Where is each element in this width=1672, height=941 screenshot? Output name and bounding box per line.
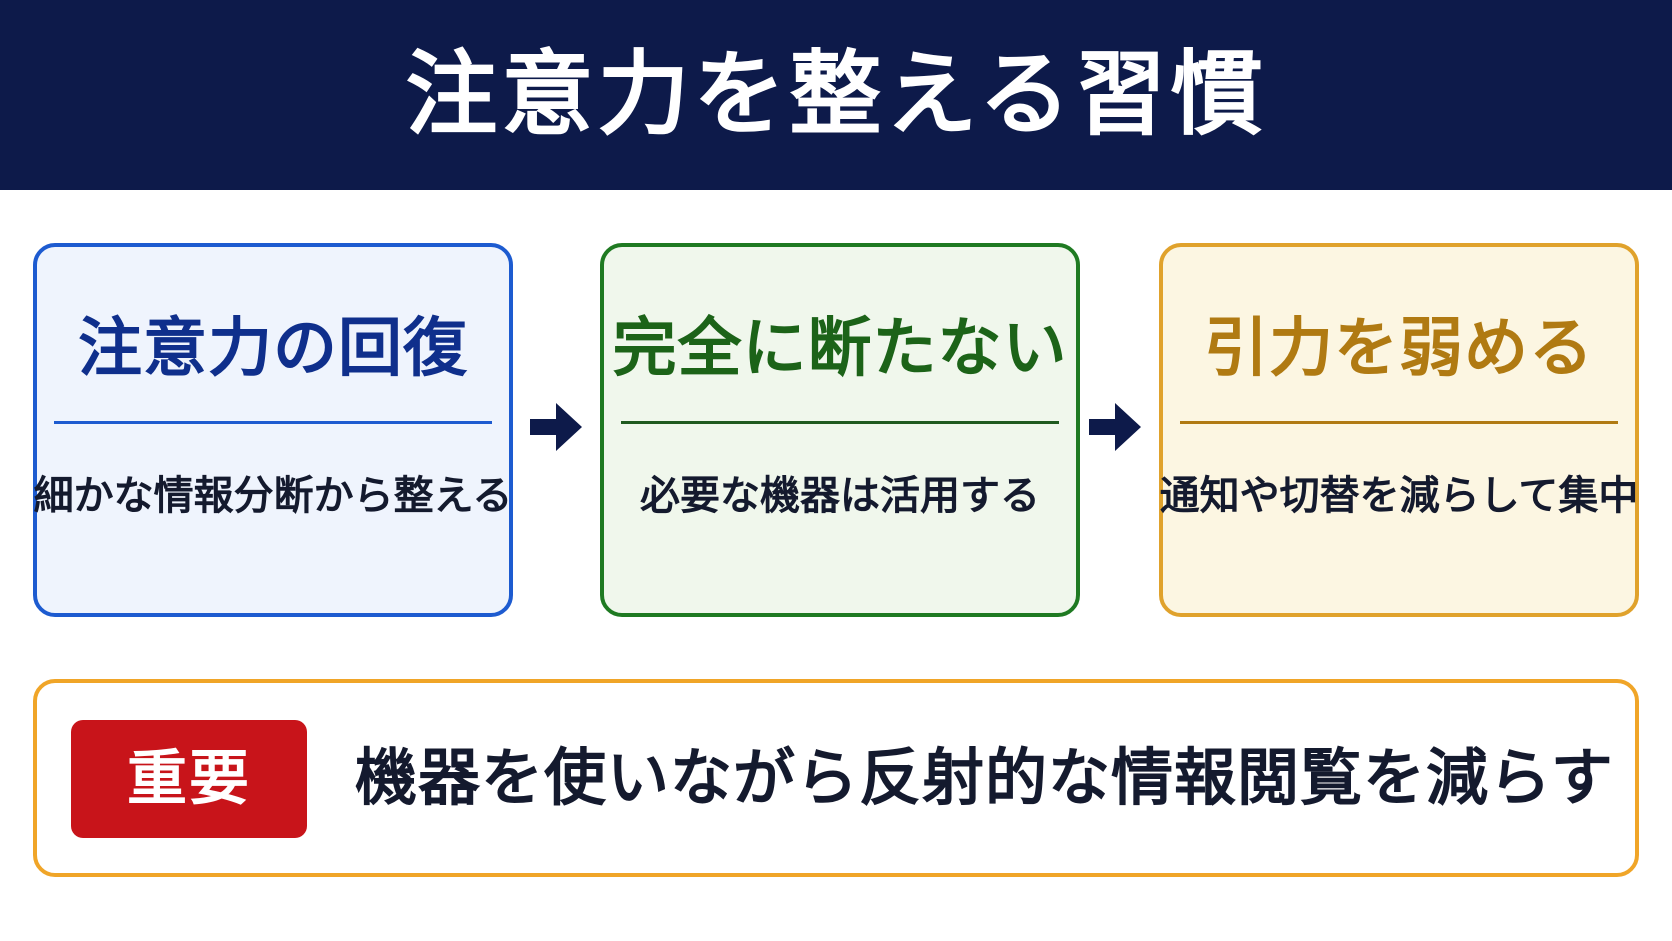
step-3-description: 通知や切替を減らして集中 [1159,473,1639,519]
right-arrow-icon [1089,403,1141,451]
step-2-title: 完全に断たない [612,312,1068,386]
step-3-divider [1180,421,1618,424]
important-note-box: 重要 機器を使いながら反射的な情報閲覧を減らす [33,679,1639,877]
important-note-text: 機器を使いながら反射的な情報閲覧を減らす [355,741,1614,814]
step-3-title: 引力を弱める [1204,312,1594,386]
step-card-1: 注意力の回復 細かな情報分断から整える [33,243,513,617]
step-1-description: 細かな情報分断から整える [33,473,513,519]
important-badge-label: 重要 [127,744,251,814]
step-1-title: 注意力の回復 [78,312,468,386]
step-2-divider [621,421,1059,424]
step-2-description: 必要な機器は活用する [640,473,1040,519]
right-arrow-icon [530,403,582,451]
step-card-3: 引力を弱める 通知や切替を減らして集中 [1159,243,1639,617]
header-banner: 注意力を整える習慣 [0,0,1672,190]
page-title: 注意力を整える習慣 [405,41,1267,148]
step-card-2: 完全に断たない 必要な機器は活用する [600,243,1080,617]
step-1-divider [54,421,492,424]
important-badge: 重要 [71,720,307,838]
